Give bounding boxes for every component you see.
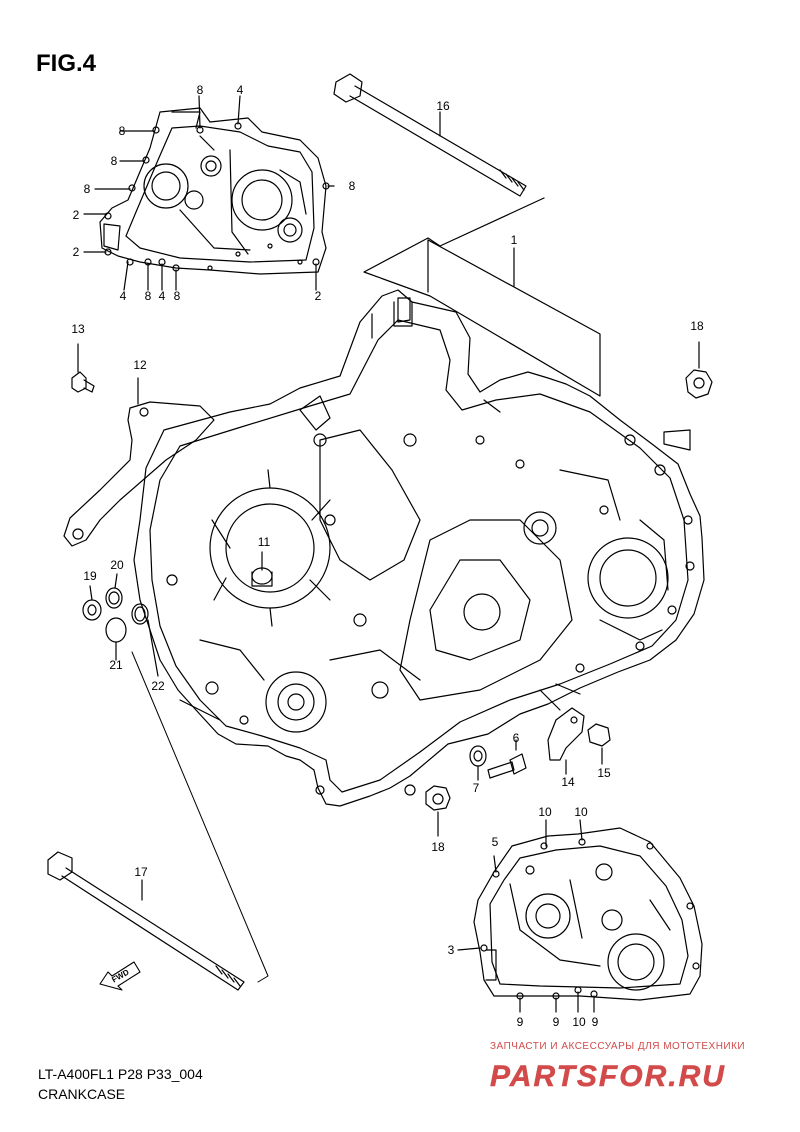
callout-3: 3 (447, 943, 455, 957)
main-crankcase (133, 289, 705, 807)
callout-8: 8 (196, 83, 204, 97)
bracket-14 (547, 707, 585, 775)
callout-4: 4 (119, 289, 127, 303)
callout-8: 8 (173, 289, 181, 303)
callout-8: 8 (348, 179, 356, 193)
callout-12: 12 (133, 358, 147, 372)
callout-21: 21 (109, 658, 123, 672)
callout-10: 10 (538, 805, 552, 819)
callout-20: 20 (110, 558, 124, 572)
plugs-left (82, 573, 159, 677)
bracket-12 (63, 377, 215, 547)
model-code: LT-A400FL1 P28 P33_004 (38, 1066, 203, 1082)
callout-13: 13 (71, 322, 85, 336)
callout-9: 9 (552, 1015, 560, 1029)
bolt-15 (587, 723, 611, 765)
callout-7: 7 (472, 781, 480, 795)
nut-18-upper (685, 341, 713, 399)
callout-10: 10 (574, 805, 588, 819)
callout-4: 4 (158, 289, 166, 303)
callout-22: 22 (151, 679, 165, 693)
callout-6: 6 (512, 731, 520, 745)
callout-19: 19 (83, 569, 97, 583)
callout-1: 1 (510, 233, 518, 247)
callout-2: 2 (72, 208, 80, 222)
section-name: CRANKCASE (38, 1086, 126, 1102)
forward-arrow-icon: FWD (99, 961, 141, 991)
callout-8: 8 (144, 289, 152, 303)
callout-8: 8 (83, 182, 91, 196)
callout-17: 17 (134, 865, 148, 879)
callout-14: 14 (561, 775, 575, 789)
bolt-16 (333, 73, 527, 197)
bolt-17 (47, 851, 245, 991)
inset-crankcase-bottom (457, 819, 703, 1013)
callout-8: 8 (110, 154, 118, 168)
callout-18: 18 (431, 840, 445, 854)
callout-9: 9 (591, 1015, 599, 1029)
inset-crankcase-top (83, 95, 335, 291)
bolt-13 (71, 343, 95, 393)
callout-8: 8 (118, 124, 126, 138)
nut-18-lower (425, 785, 451, 837)
callout-4: 4 (236, 83, 244, 97)
callout-11: 11 (257, 535, 271, 549)
figure-label: FIG.4 (36, 50, 97, 77)
callout-5: 5 (491, 835, 499, 849)
callout-15: 15 (597, 766, 611, 780)
watermark-tagline: ЗАПЧАСТИ И АКСЕССУАРЫ ДЛЯ МОТОТЕХНИКИ (490, 1041, 746, 1052)
callout-10: 10 (572, 1015, 586, 1029)
callout-9: 9 (516, 1015, 524, 1029)
callout-16: 16 (436, 99, 450, 113)
bolt-6-washer-7 (469, 739, 527, 781)
callout-2: 2 (72, 245, 80, 259)
callout-18: 18 (690, 319, 704, 333)
callout-2: 2 (314, 289, 322, 303)
watermark-logo-text: PARTSFOR.RU (490, 1060, 726, 1093)
fwd-label: FWD (110, 967, 130, 984)
watermark-logo: PARTSFOR.RU (490, 1060, 726, 1094)
